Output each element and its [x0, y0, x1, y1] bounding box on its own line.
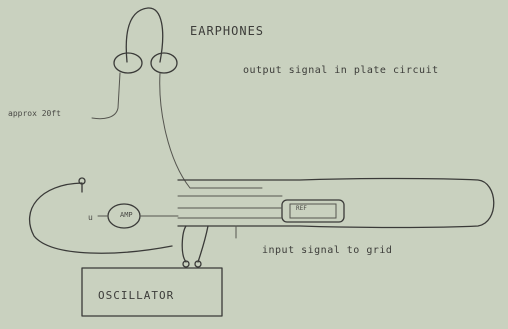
oscillator-terminal-2-icon	[194, 260, 202, 268]
earphone-cord-left	[91, 72, 121, 120]
oscillator-label: OSCILLATOR	[98, 289, 175, 302]
amp-label: AMP	[120, 211, 133, 219]
earphone-cord-right	[159, 72, 263, 189]
earphones-label: EARPHONES	[190, 24, 265, 38]
u-label: u	[88, 213, 93, 222]
oscillator-lead-2	[197, 225, 209, 263]
input-signal-label: input signal to grid	[262, 245, 393, 256]
oscillator-box	[81, 267, 223, 317]
earphone-left-icon	[113, 52, 143, 74]
left-loop-wire	[29, 182, 173, 254]
output-signal-label: output signal in plate circuit	[243, 65, 439, 76]
oscillator-terminal-1-icon	[182, 260, 190, 268]
oscillator-lead-1	[181, 225, 187, 263]
earphone-headband	[125, 7, 164, 63]
tube-element	[281, 199, 345, 223]
approx-length-label: approx 20ft	[8, 109, 61, 118]
earphone-right-icon	[150, 52, 178, 74]
tube-label: REF	[296, 205, 307, 212]
tube-body	[177, 177, 495, 229]
tube-element-inner	[289, 203, 337, 219]
